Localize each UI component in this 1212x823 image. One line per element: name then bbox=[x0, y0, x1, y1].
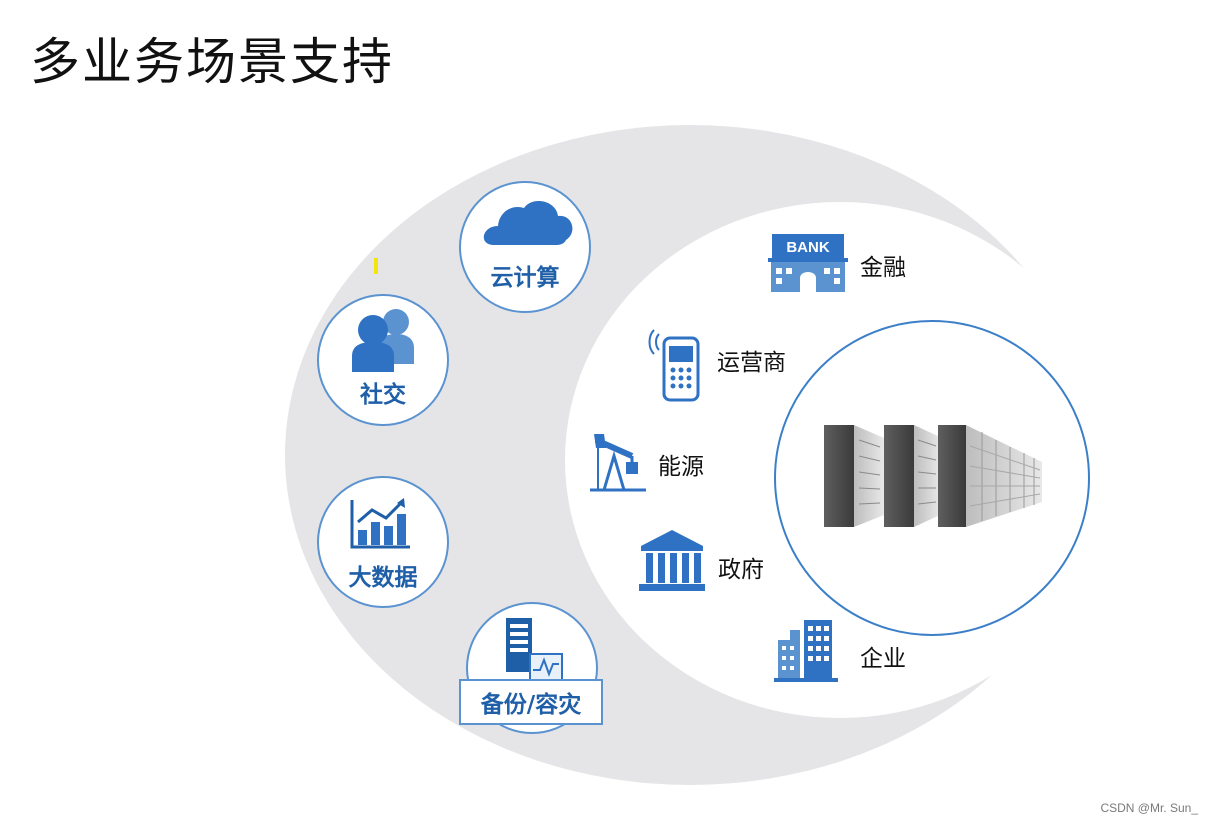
office-building-icon bbox=[774, 620, 838, 682]
bank-icon: BANK bbox=[768, 234, 848, 292]
mobile-phone-icon bbox=[648, 329, 700, 402]
service-backup-dr: 备份/容灾 bbox=[459, 602, 603, 734]
industry-energy: 能源 bbox=[590, 434, 704, 492]
industry-enterprise: 企业 bbox=[774, 620, 906, 682]
service-big-data: 大数据 bbox=[317, 476, 449, 608]
center-server-circle bbox=[774, 320, 1090, 636]
service-social: 社交 bbox=[317, 294, 449, 426]
industry-label: 能源 bbox=[658, 454, 704, 480]
page-title: 多业务场景支持 bbox=[30, 33, 394, 91]
service-label: 大数据 bbox=[349, 565, 418, 591]
users-icon bbox=[352, 309, 414, 372]
industry-carrier: 运营商 bbox=[648, 329, 786, 402]
industry-government: 政府 bbox=[639, 530, 764, 591]
oil-pump-icon bbox=[590, 434, 646, 492]
service-cloud-computing: 云计算 bbox=[459, 181, 591, 313]
industry-label: 政府 bbox=[718, 557, 764, 583]
chart-icon bbox=[350, 498, 410, 549]
service-label: 社交 bbox=[360, 381, 406, 408]
industry-finance: BANK 金融 bbox=[768, 234, 906, 292]
service-label: 云计算 bbox=[491, 264, 560, 291]
watermark: CSDN @Mr. Sun_ bbox=[1100, 801, 1198, 815]
cloud-icon bbox=[483, 201, 573, 245]
government-building-icon bbox=[639, 530, 705, 591]
industry-label: 金融 bbox=[860, 255, 906, 281]
yellow-marker bbox=[374, 258, 378, 274]
server-racks-icon bbox=[824, 425, 1042, 527]
service-label: 备份/容灾 bbox=[480, 691, 581, 718]
backup-server-icon bbox=[506, 618, 563, 681]
industry-label: 运营商 bbox=[717, 350, 786, 376]
industry-label: 企业 bbox=[860, 646, 906, 672]
svg-text:BANK: BANK bbox=[786, 239, 829, 256]
